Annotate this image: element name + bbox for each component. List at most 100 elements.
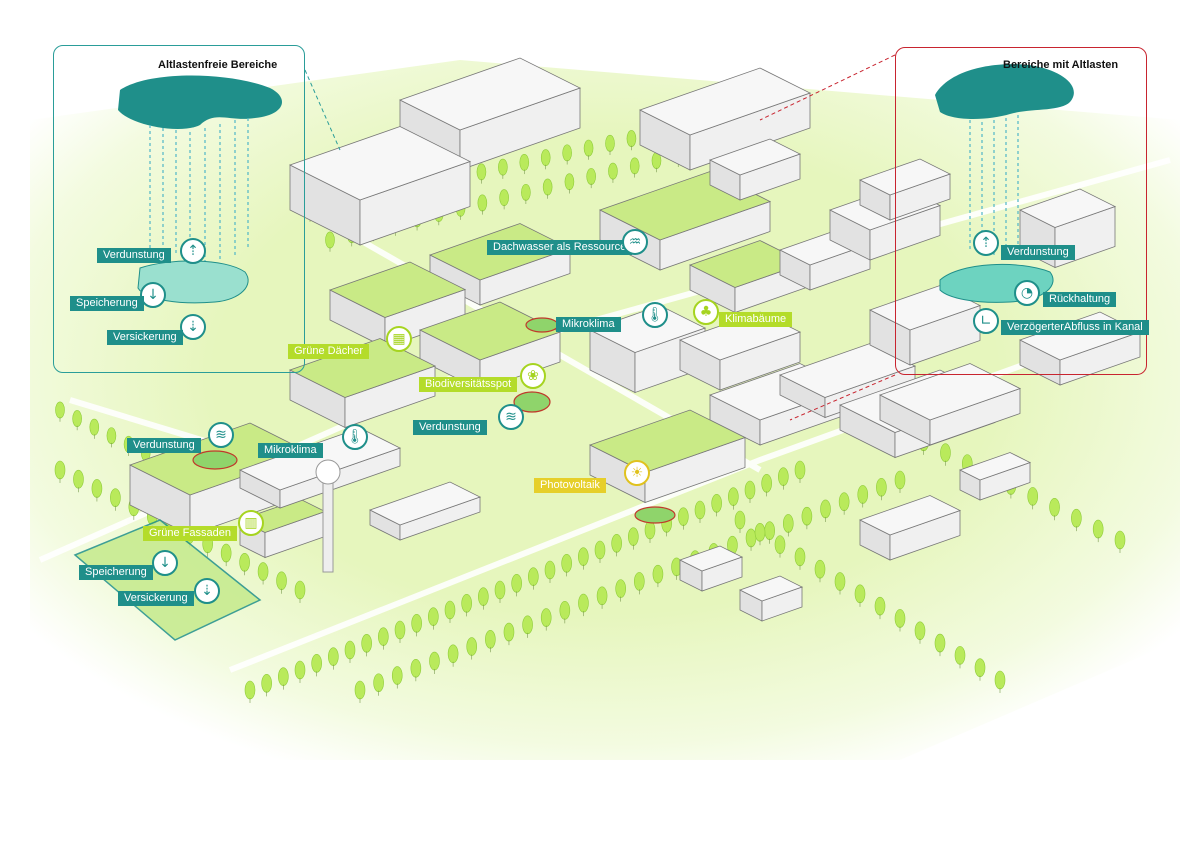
tree	[778, 467, 789, 490]
tree	[503, 622, 515, 646]
building	[638, 67, 812, 171]
tree	[498, 158, 508, 179]
tree	[511, 574, 522, 597]
tree	[278, 667, 289, 690]
tree	[540, 608, 552, 631]
label-speicherung-panel-left: Speicherung	[70, 296, 144, 311]
tree	[478, 587, 489, 610]
tree	[540, 149, 551, 170]
tree	[344, 640, 356, 663]
tree	[461, 594, 472, 617]
label-versickerung-ground: Versickerung	[118, 591, 194, 606]
building	[858, 158, 952, 221]
tree	[244, 680, 256, 703]
tree	[583, 139, 594, 160]
solar-panel-icon: ☀	[624, 460, 650, 486]
tree	[820, 499, 831, 522]
tree	[940, 443, 951, 466]
tree	[608, 162, 618, 183]
tree	[311, 654, 322, 677]
tree	[578, 593, 589, 617]
tree	[106, 427, 117, 448]
tree	[544, 560, 556, 583]
tree	[994, 670, 1006, 693]
tree	[239, 553, 250, 576]
tree	[874, 596, 886, 620]
tree	[528, 567, 539, 590]
tree	[774, 535, 786, 558]
tree	[1071, 508, 1082, 532]
label-klimabaeume: Klimabäume	[719, 312, 793, 327]
tree	[586, 168, 596, 189]
label-verdunstung-panel-right: Verdunstung	[1001, 245, 1075, 260]
tree	[634, 572, 645, 595]
label-mikroklima-1: Mikroklima	[556, 317, 621, 332]
evaporation-icon: ≋	[498, 404, 524, 430]
tree	[596, 586, 608, 609]
tree	[257, 562, 269, 585]
tree	[354, 680, 366, 703]
tree	[110, 488, 121, 511]
tree	[378, 627, 389, 650]
tree	[754, 523, 766, 546]
tree	[857, 485, 869, 508]
tree	[578, 547, 589, 570]
tree	[611, 534, 622, 557]
tree	[428, 607, 439, 630]
tree	[894, 609, 906, 632]
tree	[744, 480, 756, 503]
tree	[838, 492, 850, 515]
right-panel	[895, 47, 1147, 375]
tree	[814, 559, 826, 583]
tree	[391, 666, 403, 689]
label-versickerung-panel-left: Versickerung	[107, 330, 183, 345]
label-speicherung-ground: Speicherung	[79, 565, 153, 580]
tree	[782, 514, 794, 537]
infiltration-icon: ⇣	[180, 314, 206, 340]
tree	[801, 506, 813, 530]
label-gruene-fassaden: Grüne Fassaden	[143, 526, 237, 541]
tree	[54, 460, 66, 483]
left-panel	[53, 45, 305, 373]
tree	[220, 543, 232, 567]
label-verdunstung-1: Verdunstung	[127, 438, 201, 453]
tree	[485, 630, 496, 653]
tree	[294, 660, 306, 683]
tree	[974, 658, 986, 681]
green-roof-icon: ▦	[386, 326, 412, 352]
tree	[711, 494, 722, 517]
tree	[394, 620, 406, 643]
tree	[294, 580, 306, 603]
thermometer-icon: 🌡	[642, 302, 668, 328]
tree	[542, 178, 553, 199]
tree	[834, 572, 846, 595]
left-panel-drawing	[118, 75, 282, 304]
tree	[594, 540, 606, 563]
tree	[794, 547, 806, 570]
tree	[694, 500, 706, 523]
tree	[671, 557, 682, 580]
tree	[1027, 487, 1039, 510]
left-panel-title: Altlastenfreie Bereiche	[158, 59, 278, 71]
tree	[894, 470, 906, 493]
building	[368, 481, 482, 541]
tree	[1114, 530, 1126, 553]
building	[678, 545, 744, 592]
label-dachwasser: Dachwasser als Ressource	[487, 240, 633, 255]
label-verzoegerter-abfluss: VerzögerterAbfluss in Kanal	[1001, 320, 1149, 335]
tree	[615, 579, 626, 602]
tree	[466, 637, 478, 660]
label-biodiversitaetsspot: Biodiversitätsspot	[419, 377, 518, 392]
building	[958, 452, 1032, 501]
thermometer-icon: 🌡	[342, 424, 368, 450]
tree	[276, 571, 287, 594]
tree	[444, 600, 456, 623]
delayed-outflow-icon: ∟	[973, 308, 999, 334]
label-verdunstung-panel-left: Verdunstung	[97, 248, 171, 263]
tree	[410, 658, 422, 682]
building	[588, 409, 747, 504]
retention-ponds	[192, 317, 676, 524]
evaporation-icon: ⇡	[180, 238, 206, 264]
tree	[476, 163, 487, 184]
